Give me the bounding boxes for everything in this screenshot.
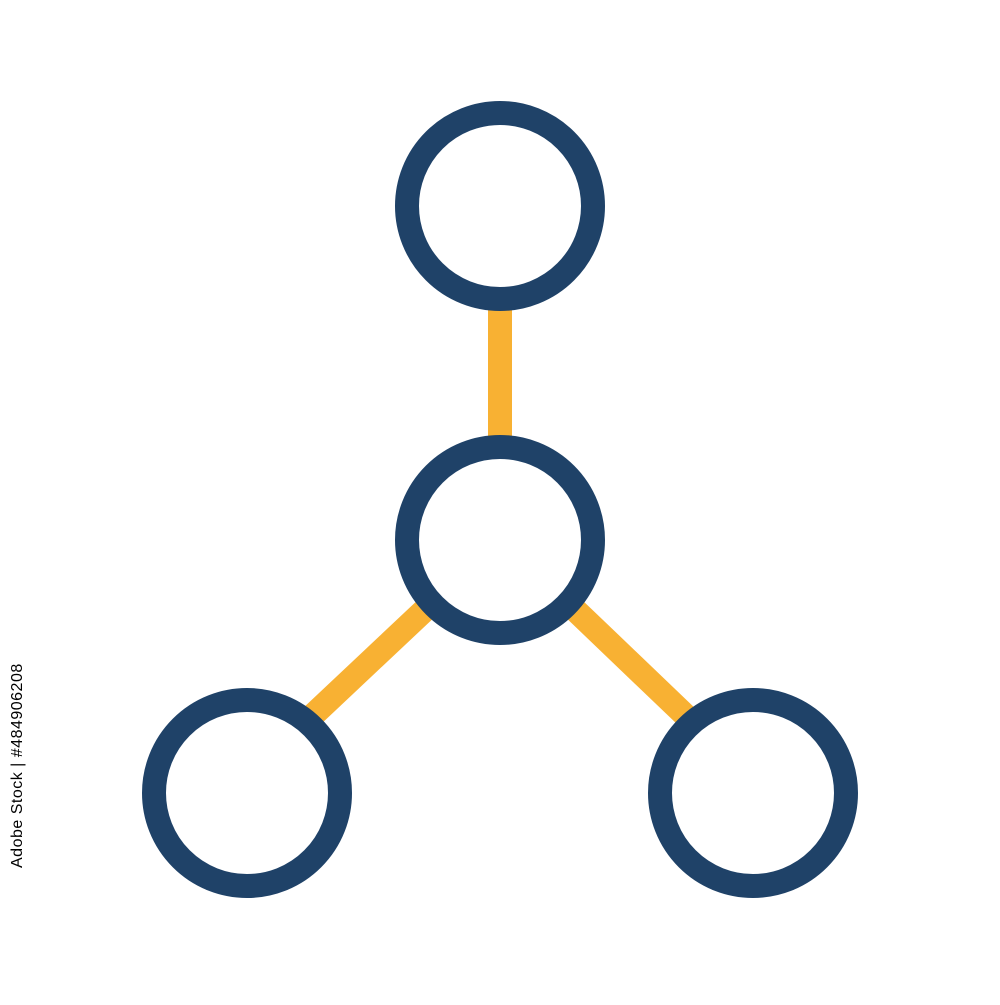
stock-id-label: Adobe Stock | #484906208 [9,663,26,868]
node-bottom-right [648,688,858,898]
edge-center-bottom-right [561,596,697,727]
node-center [395,435,605,645]
node-bottom-left [142,688,352,898]
edge-center-bottom-left [301,596,439,727]
node-top [395,101,605,311]
